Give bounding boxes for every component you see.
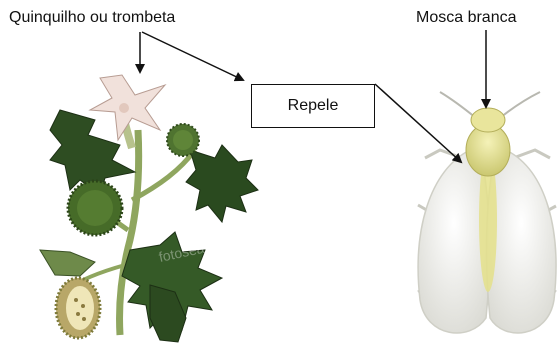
plant-spiny-fruit — [167, 124, 199, 156]
plant-leaf — [40, 250, 95, 276]
datura-plant-illustration — [40, 75, 258, 342]
plant-leaf — [186, 145, 258, 222]
arrow-to-repele-box — [142, 32, 243, 80]
plant-flower-center — [119, 103, 129, 113]
arrow-to-whitefly — [375, 84, 461, 162]
plant-open-fruit — [56, 278, 100, 338]
repele-label: Repele — [288, 97, 339, 115]
insect-label: Mosca branca — [416, 9, 517, 27]
whitefly-antenna — [500, 92, 540, 118]
whitefly-wing-left — [418, 150, 489, 333]
repele-box: Repele — [251, 84, 375, 128]
plant-label: Quinquilho ou trombeta — [9, 9, 175, 27]
plant-spiny-fruit — [68, 181, 122, 235]
plant-stem — [119, 130, 138, 335]
whitefly-wing-right — [487, 150, 556, 333]
whitefly-illustration — [418, 92, 556, 333]
whitefly-antenna — [440, 92, 476, 118]
whitefly-head — [471, 108, 505, 132]
